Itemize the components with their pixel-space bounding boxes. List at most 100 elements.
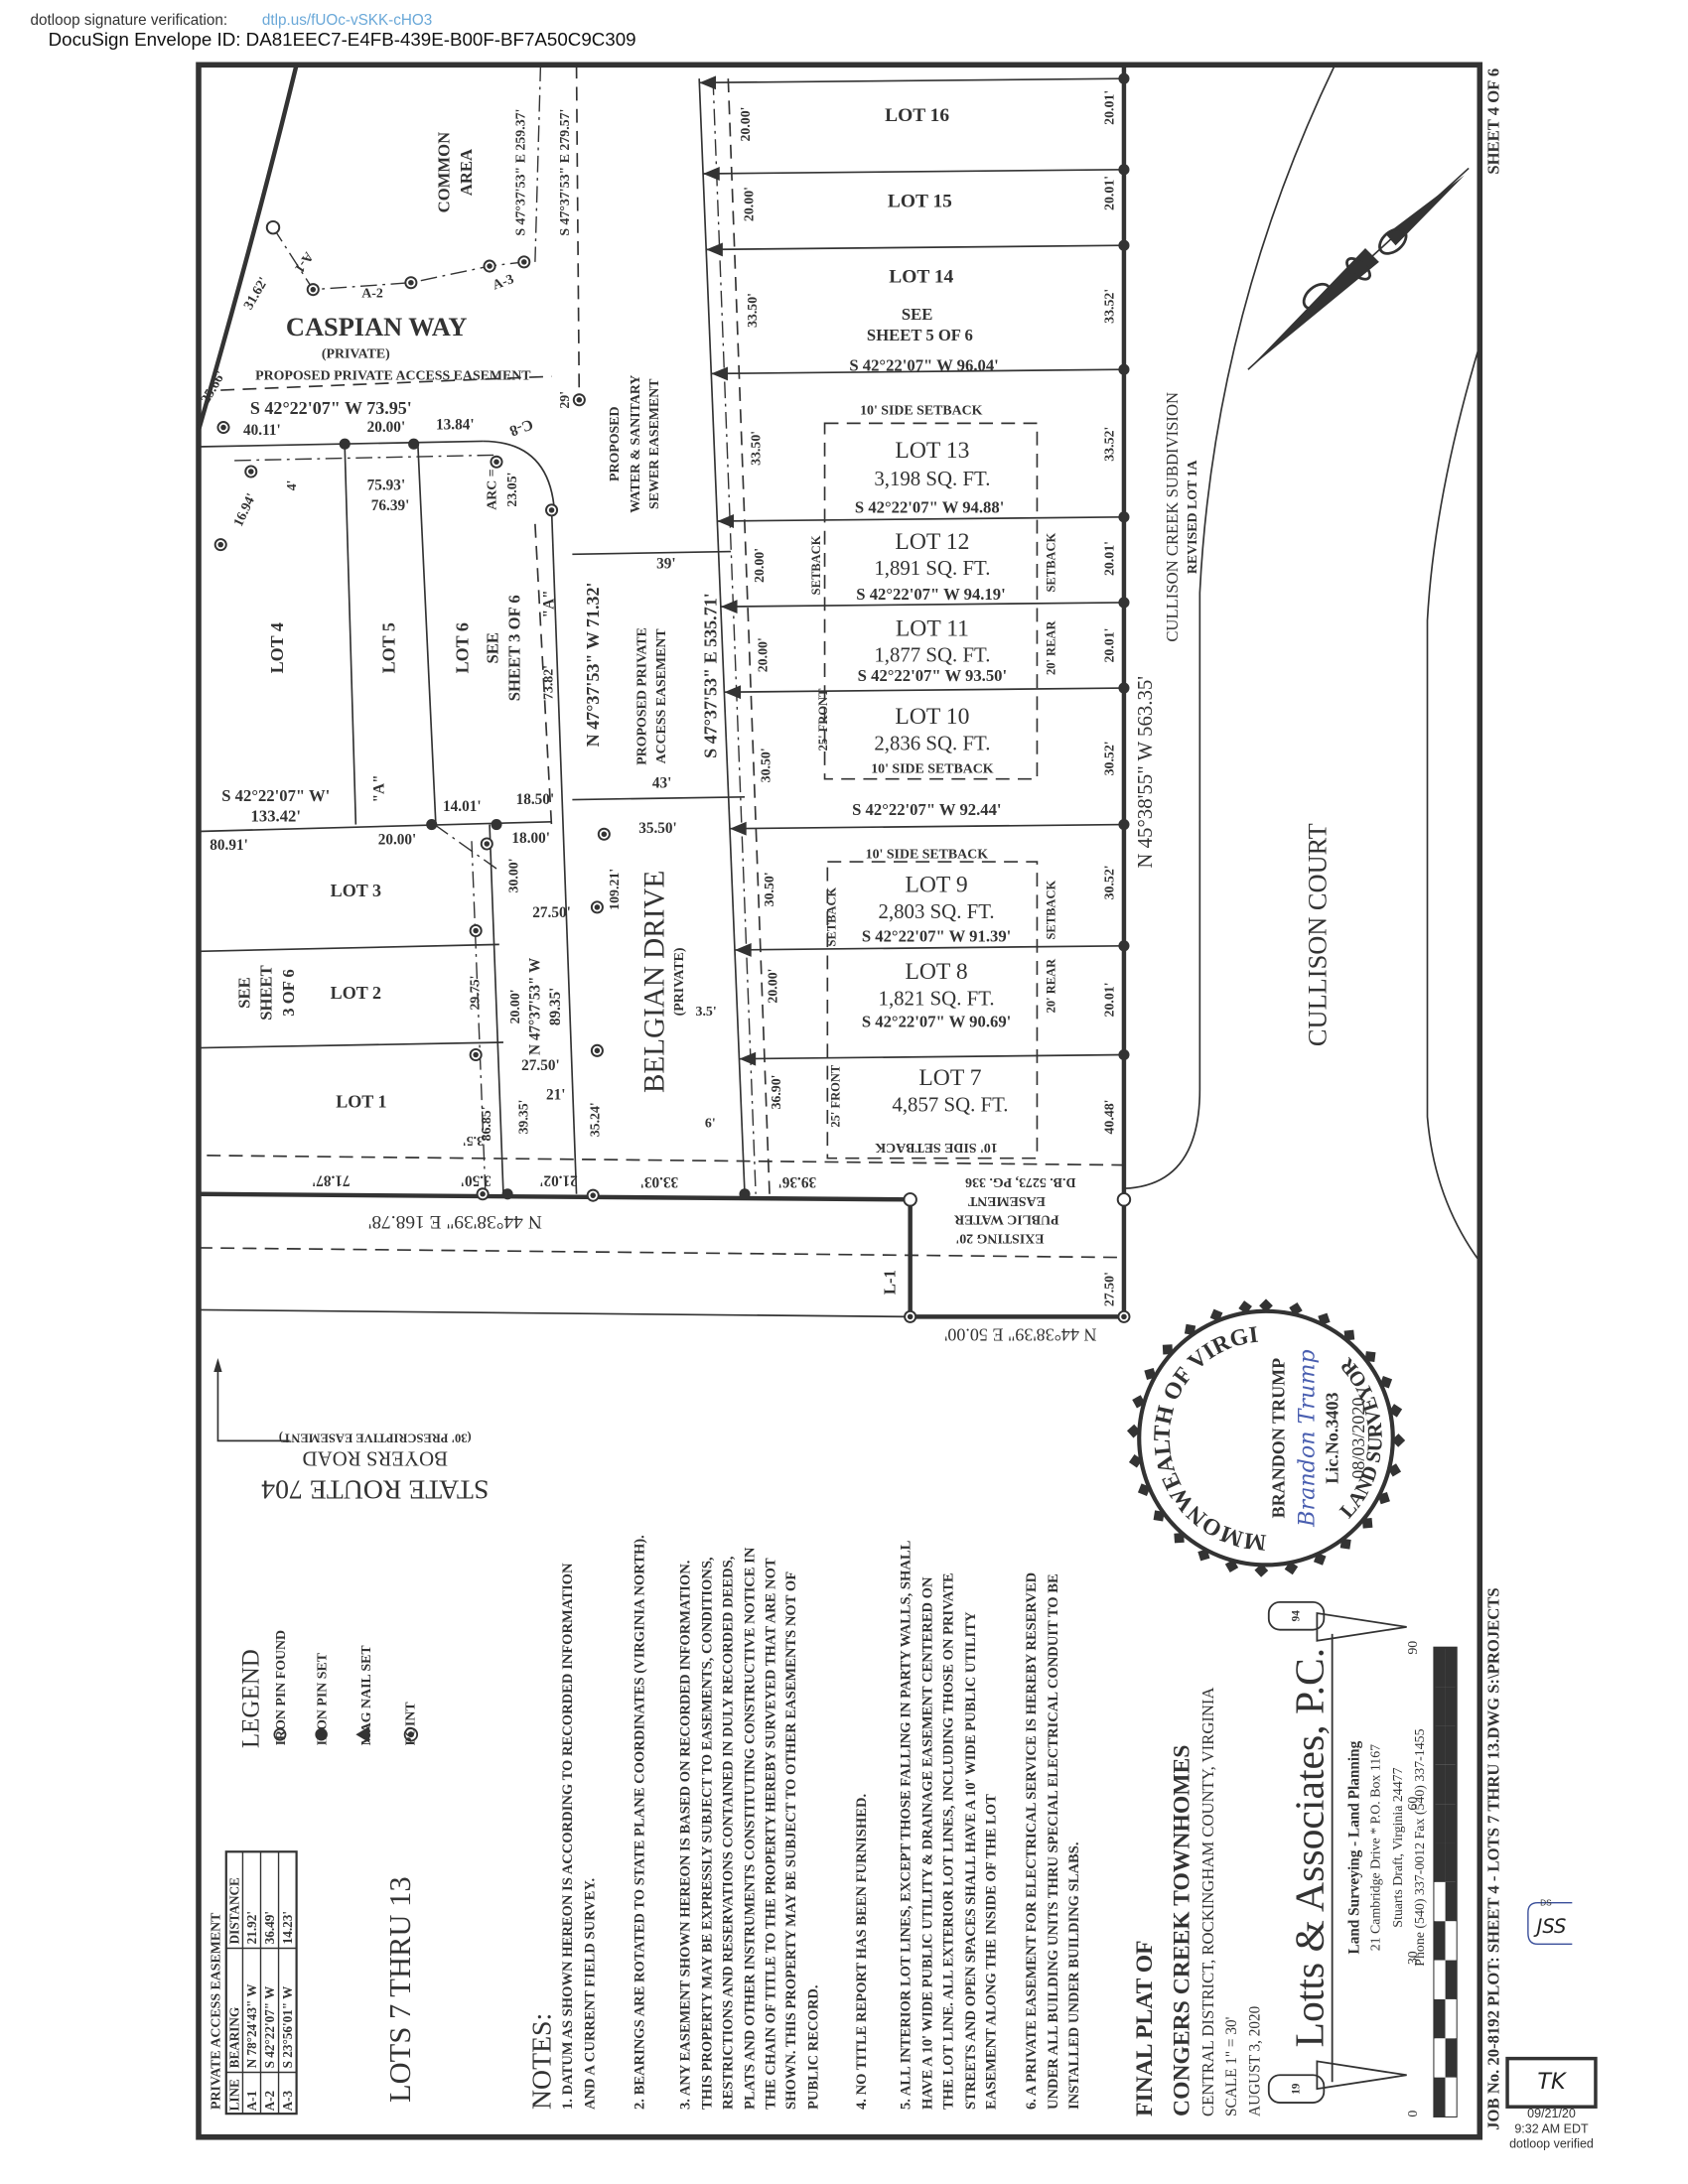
seal-diamond — [1361, 1518, 1373, 1529]
see-label: SEE — [234, 977, 253, 1008]
bearing-label: N 44°38'39" E 50.00' — [944, 1324, 1096, 1344]
table-cell: A-2 — [262, 2090, 277, 2111]
l1-label: L-1 — [880, 1270, 899, 1295]
lot-9-area: 2,803 SQ. FT. — [879, 899, 995, 923]
see-sheet-label: SHEET — [257, 965, 276, 1021]
lot-2-label: LOT 2 — [331, 983, 381, 1003]
scale-bar-segment — [1434, 1921, 1446, 1961]
lot-9-label: LOT 9 — [905, 873, 967, 898]
dimension-label: 71.87' — [312, 1171, 351, 1188]
seal-diamond — [1132, 1395, 1146, 1409]
scale-bar-segment — [1445, 1725, 1457, 1765]
arc-label: ARC = — [485, 469, 499, 510]
scale-bar-segment — [1445, 1998, 1457, 2039]
lot-4-label: LOT 4 — [267, 622, 287, 673]
dimension-label: 27.50' — [521, 1057, 560, 1074]
table-title: PRIVATE ACCESS EASEMENT — [210, 1912, 224, 2110]
note-line: HAVE A 10' WIDE PUBLIC UTILITY & DRAINAG… — [920, 1576, 936, 2110]
dim-39 — [572, 550, 732, 556]
point-dot — [907, 1313, 914, 1320]
lot-8-label: LOT 8 — [905, 959, 967, 985]
lot-9-bearing: S 42°22'07" W 91.39' — [862, 927, 1011, 946]
dimension-label: 30.00' — [507, 858, 522, 892]
water-easement-label: D.B. 5273, PG. 336 — [965, 1174, 1075, 1189]
front-dimension: 30.50' — [763, 872, 777, 906]
setback-label: 10' SIDE SETBACK — [875, 1140, 998, 1155]
point-dot — [548, 507, 555, 513]
dimension-label: 27.50' — [532, 904, 571, 921]
seal-diamond — [1224, 1559, 1239, 1573]
seal-signature: Brandon Trump — [1295, 1349, 1321, 1528]
tk-date: 09/21/20 — [1527, 2107, 1576, 2120]
private-label: (PRIVATE) — [322, 346, 390, 361]
iron-pin-set-icon — [739, 1188, 751, 1200]
mag-nail-icon — [724, 685, 742, 700]
table-cell: 14.23' — [280, 1911, 295, 1944]
bearing-label: 89.35' — [547, 988, 564, 1026]
point-dot — [408, 279, 414, 286]
lot-3-east-dd — [434, 823, 497, 870]
seal-diamond — [1289, 1301, 1303, 1316]
rear-dimension: 20.01' — [1103, 541, 1118, 576]
iron-pin-set-icon — [1118, 682, 1130, 694]
table-header: BEARING — [227, 2007, 242, 2069]
seal-diamond — [1377, 1492, 1390, 1505]
bearing-label: N 47°37'53" W 71.32' — [583, 582, 603, 747]
note-line: PUBLIC RECORD. — [805, 1984, 821, 2110]
lot-11-label: LOT 11 — [896, 615, 969, 641]
logo-badge: 94 — [1291, 1610, 1303, 1622]
route-leader — [216, 1365, 290, 1442]
belgian-dash-west — [534, 523, 553, 828]
scale-bar-segment — [1434, 1647, 1446, 1688]
belgian-east-line — [698, 78, 746, 1194]
lot-14-bearing: S 42°22'07" W 96.04' — [849, 356, 998, 375]
note-line: THIS PROPERTY MAY BE EXPRESSLY SUBJECT T… — [700, 1557, 716, 2110]
plat-drawing — [196, 64, 1481, 1442]
caspian-centerline — [234, 454, 497, 462]
rear-dimension: 33.52' — [1103, 427, 1118, 462]
dimension-label: 73.82' — [541, 665, 556, 700]
mag-nail-icon — [711, 366, 728, 381]
legend-item: IRON PIN FOUND — [274, 1630, 289, 1745]
note-line: THE CHAIN OF TITLE TO THE PROPERTY HEREB… — [763, 1558, 778, 2110]
point-dot — [484, 841, 491, 847]
water-easement-label: PROPOSED — [608, 406, 623, 481]
point-dot — [493, 459, 499, 466]
legend-item: MAG NAIL SET — [359, 1645, 374, 1746]
caspian-bearing: S 42°22'07" W 73.95' — [250, 398, 412, 418]
iron-pin-set-icon — [1118, 597, 1130, 609]
setback-label: SETBACK — [809, 535, 823, 595]
seal-diamond — [1128, 1453, 1143, 1468]
lot-12-label: LOT 12 — [895, 529, 969, 555]
seal-diamond — [1137, 1483, 1151, 1497]
note-line: STREETS AND OPEN SPACES SHALL HAVE A 10'… — [963, 1611, 979, 2110]
point-a-label: "A" — [370, 774, 387, 802]
note-line: 3. ANY EASEMENT SHOWN HEREON IS BASED ON… — [677, 1561, 693, 2110]
belgian-centerline — [712, 78, 757, 1194]
lot-12-bearing: S 42°22'07" W 94.19' — [856, 585, 1005, 604]
caspian-way-label: CASPIAN WAY — [286, 312, 467, 341]
note-line: SHOWN. THIS PROPERTY MAY BE SUBJECT TO O… — [783, 1571, 799, 2110]
dimension-label: 4' — [285, 479, 300, 490]
scale-bar-segment — [1434, 2077, 1446, 2116]
water-easement-north — [207, 1155, 1124, 1166]
easement-line-label: A-1 — [291, 249, 316, 275]
seal-diamond — [1387, 1463, 1402, 1477]
scale-bar-segment — [1445, 1921, 1457, 1961]
iron-pin-set-icon — [1118, 819, 1130, 831]
rear-dimension: 27.50' — [1103, 1272, 1118, 1306]
table-cell: S 42°22'07" W — [262, 1986, 277, 2069]
scale-bar-segment — [1434, 2038, 1446, 2078]
setback-label: SETBACK — [825, 887, 839, 946]
verification-link[interactable]: dtlp.us/fUOc-vSKK-cHO3 — [262, 12, 432, 29]
scale-bar-segment — [1445, 1881, 1457, 1922]
iron-pin-set-icon — [1118, 72, 1130, 84]
lot-8-area: 1,821 SQ. FT. — [879, 987, 995, 1011]
dimension-label: 18.50' — [516, 791, 555, 808]
note-line: THE LOT LINE. ALL EXTERIOR LOT LINES, IN… — [941, 1572, 957, 2110]
front-dimension: 33.50' — [746, 293, 761, 328]
lot-line — [724, 687, 1124, 694]
iron-pin-set-icon — [1118, 164, 1130, 176]
scale-bar-segment — [1445, 2077, 1457, 2116]
iron-pin-set-icon — [1118, 1048, 1130, 1061]
